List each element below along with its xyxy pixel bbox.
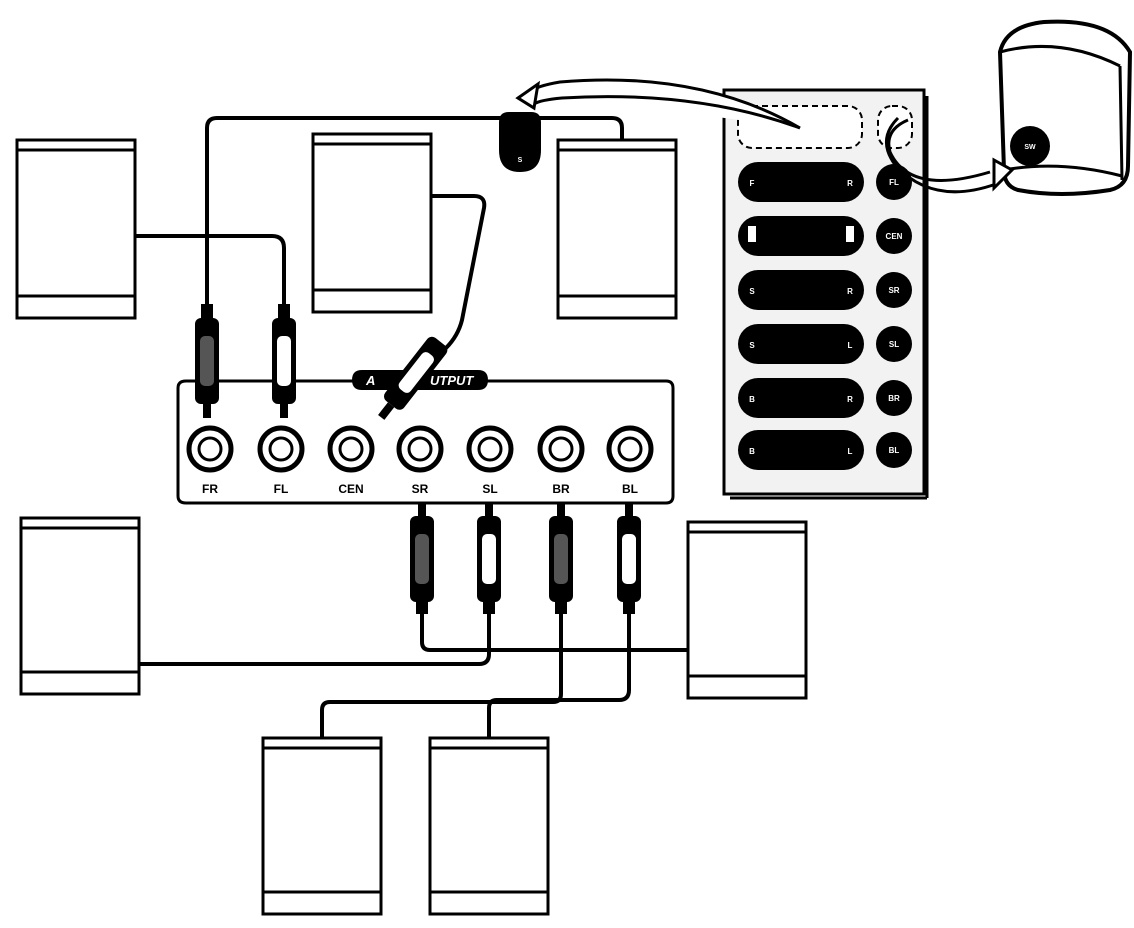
plug-sl[interactable]	[477, 504, 501, 614]
jack-label-bl: BL	[622, 482, 638, 496]
speaker-front-right	[556, 138, 678, 320]
cables	[135, 116, 690, 740]
plug-fr[interactable]	[195, 304, 219, 418]
cable-br	[320, 610, 563, 740]
speaker-rear-left	[261, 736, 383, 916]
remote-row-6-side: BL	[889, 446, 900, 455]
cable-fr	[205, 116, 624, 320]
panel-title-left: A	[365, 373, 375, 388]
output-panel: A UTPUT FR FL CEN SR SL	[176, 370, 675, 505]
arrow-to-connector	[515, 78, 801, 130]
subwoofer-connector: S	[499, 112, 541, 172]
remote-row-5[interactable]: B R BR	[738, 378, 912, 418]
plug-br[interactable]	[549, 504, 573, 614]
remote-row-6-left: B	[749, 447, 755, 456]
remote-row-2[interactable]: CEN	[738, 216, 912, 256]
subwoofer-badge: S	[518, 157, 523, 164]
jack-cen[interactable]: CEN	[327, 425, 375, 496]
speaker-rear-right	[428, 736, 550, 916]
remote-row-1-right: R	[847, 179, 853, 188]
remote-panel: F R FL CEN S R SR S L SL	[722, 88, 929, 500]
cube-badge: SW	[1024, 144, 1036, 151]
speaker-surround-left	[19, 516, 141, 696]
plug-bl[interactable]	[617, 504, 641, 614]
jack-label-cen: CEN	[338, 482, 363, 496]
remote-row-4[interactable]: S L SL	[738, 324, 912, 364]
remote-row-4-left: S	[749, 341, 755, 350]
remote-row-3[interactable]: S R SR	[738, 270, 912, 310]
plug-cen[interactable]	[372, 334, 450, 424]
jack-label-sr: SR	[412, 482, 429, 496]
jack-label-br: BR	[552, 482, 570, 496]
speaker-center	[311, 132, 433, 314]
cable-bl	[487, 610, 631, 740]
remote-row-1[interactable]: F R FL	[738, 162, 912, 202]
panel-title-right: UTPUT	[430, 373, 474, 388]
remote-row-3-side: SR	[888, 286, 899, 295]
remote-row-3-left: S	[749, 287, 755, 296]
cube-port-icon	[1010, 126, 1050, 166]
remote-row-5-left: B	[749, 395, 755, 404]
remote-row-6-right: L	[848, 447, 853, 456]
cable-fl	[135, 234, 286, 320]
remote-row-3-right: R	[847, 287, 853, 296]
jack-label-fr: FR	[202, 482, 218, 496]
jack-sr[interactable]: SR	[396, 425, 444, 496]
jack-label-sl: SL	[482, 482, 497, 496]
remote-row-5-right: R	[847, 395, 853, 404]
remote-row-4-right: L	[848, 341, 853, 350]
jack-sl[interactable]: SL	[466, 425, 514, 496]
jack-bl[interactable]: BL	[606, 425, 654, 496]
remote-row-6[interactable]: B L BL	[738, 430, 912, 470]
remote-row-5-side: BR	[888, 394, 900, 403]
remote-row-4-side: SL	[889, 340, 899, 349]
jack-fr[interactable]: FR	[186, 425, 234, 496]
jack-br[interactable]: BR	[537, 425, 585, 496]
jack-fl[interactable]: FL	[257, 425, 305, 496]
plug-sr[interactable]	[410, 504, 434, 614]
cable-sr	[420, 610, 690, 652]
cable-cen	[430, 194, 487, 350]
remote-row-1-side: FL	[889, 178, 899, 187]
cable-sl	[138, 610, 491, 666]
remote-row-1-left: F	[750, 179, 755, 188]
arrow-to-cube	[885, 116, 1015, 194]
remote-row-2-side: CEN	[886, 232, 903, 241]
cube-speaker: SW	[997, 19, 1133, 196]
speaker-surround-right	[686, 520, 808, 700]
jack-label-fl: FL	[274, 482, 289, 496]
speaker-front-left	[15, 138, 137, 320]
plug-fl[interactable]	[272, 304, 296, 418]
